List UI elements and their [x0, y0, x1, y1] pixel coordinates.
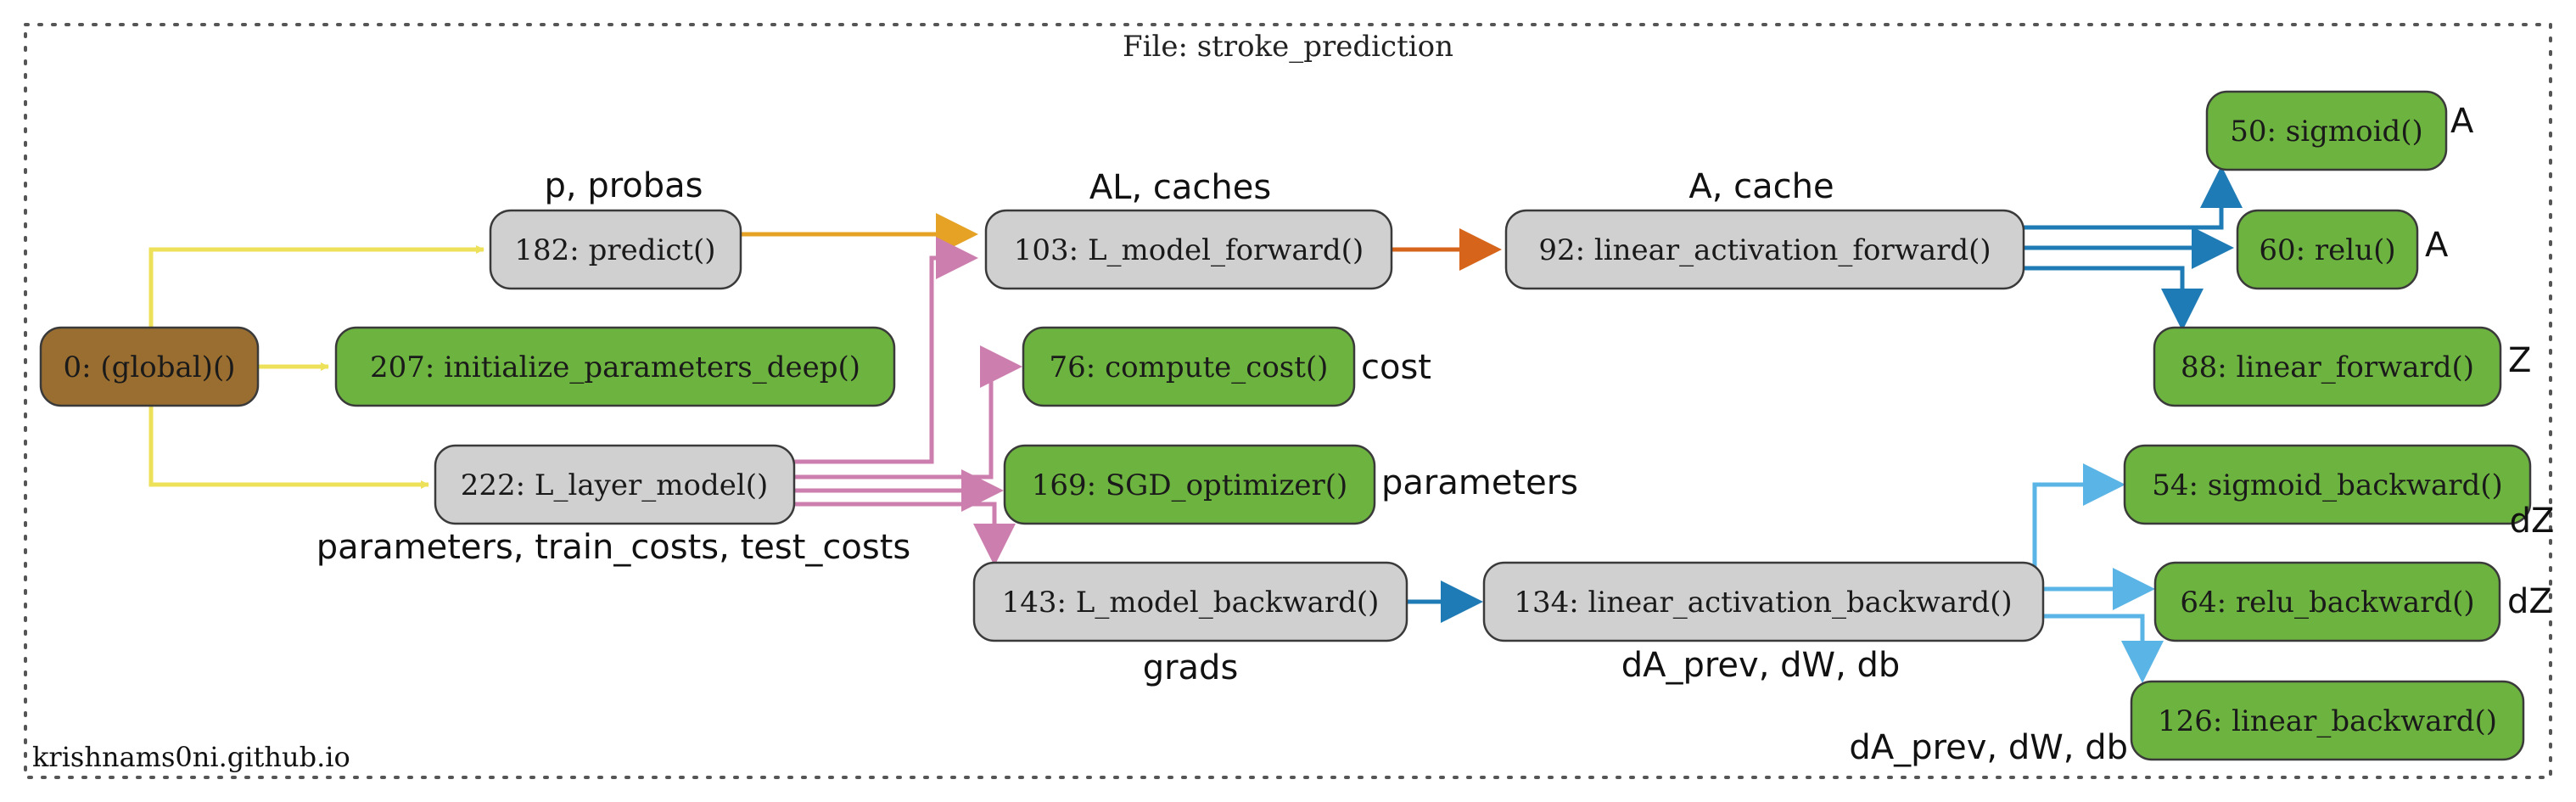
node-linear-backward-label: 126: linear_backward(): [2158, 704, 2497, 738]
node-lin-act-forward[interactable]: 92: linear_activation_forward(): [1504, 209, 2025, 290]
node-sigmoid-backward-label: 54: sigmoid_backward(): [2152, 468, 2503, 502]
return-label-model-forward: AL, caches: [1089, 168, 1271, 207]
return-label-layer-model: parameters, train_costs, test_costs: [316, 528, 910, 567]
node-predict[interactable]: 182: predict(): [489, 209, 742, 290]
node-linear-backward[interactable]: 126: linear_backward(): [2130, 680, 2525, 761]
edge-layer-model-model-backward: [794, 502, 1016, 566]
node-lin-act-backward[interactable]: 134: linear_activation_backward(): [1482, 561, 2045, 642]
node-layer-model-label: 222: L_layer_model(): [461, 468, 768, 502]
return-label-lin-act-backward: dA_prev, dW, db: [1621, 646, 1901, 685]
watermark: krishnams0ni.github.io: [32, 741, 350, 773]
edge-lin-act-backward-linear-backward: [2043, 614, 2164, 683]
node-model-forward-label: 103: L_model_forward(): [1014, 233, 1364, 267]
return-label-predict: p, probas: [545, 166, 703, 205]
node-sigmoid-label: 50: sigmoid(): [2230, 115, 2423, 149]
return-label-relu-backward: dZ: [2507, 582, 2552, 621]
return-label-sigmoid: A: [2450, 102, 2474, 141]
edge-lin-act-forward-sigmoid: [2024, 165, 2243, 230]
return-label-sigmoid-backward: dZ: [2510, 502, 2555, 541]
node-init-params-label: 207: initialize_parameters_deep(): [370, 351, 860, 384]
node-model-backward-label: 143: L_model_backward(): [1002, 586, 1380, 620]
return-label-sgd: parameters: [1381, 463, 1578, 502]
node-compute-cost[interactable]: 76: compute_cost(): [1022, 326, 1356, 407]
return-label-model-backward: grads: [1143, 648, 1239, 687]
node-linear-forward[interactable]: 88: linear_forward(): [2153, 326, 2502, 407]
edge-lin-act-backward-sigmoid-backward: [2032, 463, 2125, 582]
node-global-label: 0: (global)(): [64, 351, 236, 384]
edge-global-predict: [148, 245, 484, 328]
return-label-linear-backward: dA_prev, dW, db: [1849, 728, 2128, 767]
edge-layer-model-model-forward: [794, 237, 978, 464]
node-predict-label: 182: predict(): [514, 233, 715, 267]
edge-global-layer-model: [148, 406, 429, 489]
cluster-border: [24, 23, 2552, 779]
node-compute-cost-label: 76: compute_cost(): [1050, 351, 1329, 384]
node-lin-act-backward-label: 134: linear_activation_backward(): [1514, 586, 2012, 620]
node-relu[interactable]: 60: relu(): [2236, 209, 2419, 290]
return-label-linear-forward: Z: [2508, 341, 2531, 380]
node-model-forward[interactable]: 103: L_model_forward(): [984, 209, 1393, 290]
node-sigmoid[interactable]: 50: sigmoid(): [2205, 90, 2448, 171]
return-label-compute-cost: cost: [1361, 348, 1431, 387]
node-sgd-label: 169: SGD_optimizer(): [1032, 468, 1348, 502]
return-label-lin-act-forward: A, cache: [1688, 167, 1834, 206]
node-relu-label: 60: relu(): [2259, 233, 2395, 267]
edge-layer-model-compute-cost: [794, 345, 1022, 480]
node-sigmoid-backward[interactable]: 54: sigmoid_backward(): [2123, 444, 2532, 525]
return-label-relu: A: [2425, 226, 2449, 265]
node-layer-model[interactable]: 222: L_layer_model(): [434, 444, 796, 525]
node-relu-backward[interactable]: 64: relu_backward(): [2153, 561, 2501, 642]
cluster-label: File: stroke_prediction: [1123, 30, 1453, 64]
node-relu-backward-label: 64: relu_backward(): [2180, 586, 2474, 620]
edge-lin-act-forward-linear-forward: [2024, 266, 2204, 331]
node-init-params[interactable]: 207: initialize_parameters_deep(): [334, 326, 896, 407]
node-global[interactable]: 0: (global)(): [39, 326, 260, 407]
node-sgd[interactable]: 169: SGD_optimizer(): [1003, 444, 1376, 525]
node-linear-forward-label: 88: linear_forward(): [2181, 351, 2474, 384]
node-model-backward[interactable]: 143: L_model_backward(): [972, 561, 1408, 642]
node-lin-act-forward-label: 92: linear_activation_forward(): [1538, 233, 1991, 267]
